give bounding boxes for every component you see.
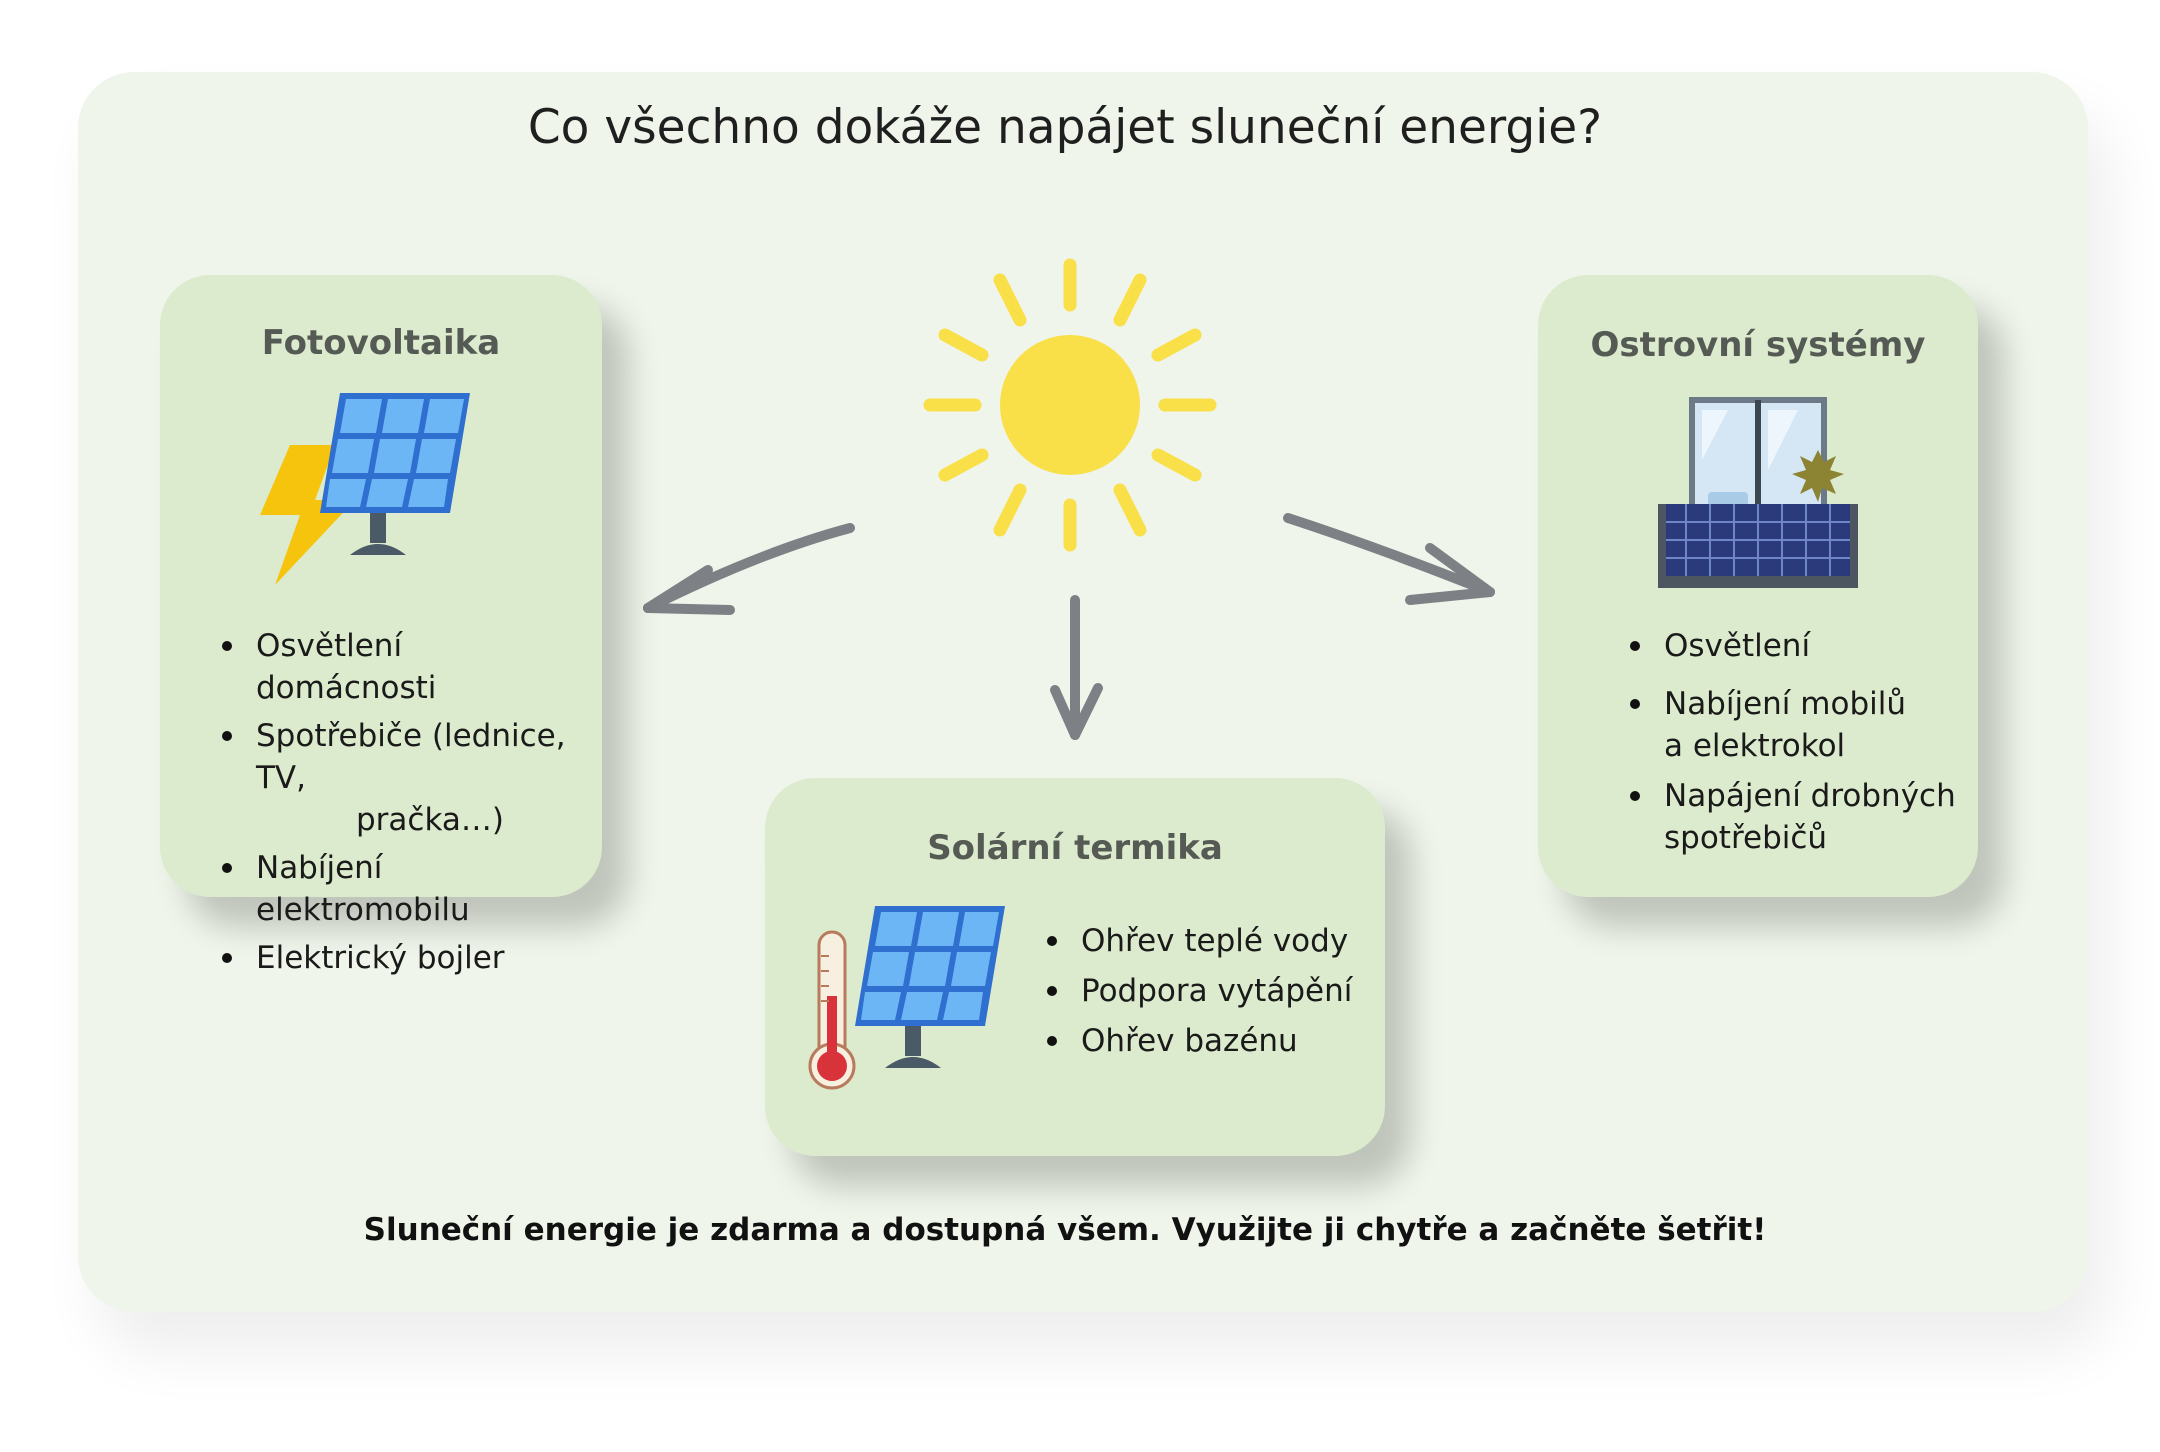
list-item: Napájení drobných spotřebičů <box>1630 775 1960 859</box>
list-item-text: Osvětlení domácnosti <box>256 628 437 706</box>
list-item-text: Osvětlení <box>1664 628 1811 664</box>
list-item: Nabíjení elektromobilu <box>222 847 592 931</box>
list-item-text: Ohřev bazénu <box>1081 1023 1298 1059</box>
list-item-text: Nabíjení elektromobilu <box>256 850 470 928</box>
list-item-text: Napájení drobných <box>1664 778 1956 814</box>
footer-text: Sluneční energie je zdarma a dostupná vš… <box>363 1212 1767 1248</box>
list-item-text-continued: spotřebičů <box>1664 820 1828 856</box>
solar-panel-icon <box>320 393 470 555</box>
list-item: Ohřev teplé vody <box>1047 920 1367 962</box>
fotovoltaika-list: Osvětlení domácnosti Spotřebiče (lednice… <box>222 625 592 979</box>
card-title: Ostrovní systémy <box>1590 325 1926 365</box>
list-item: Ohřev bazénu <box>1047 1020 1367 1062</box>
list-item-text: Nabíjení mobilů <box>1664 686 1906 722</box>
card-ostrovni-systemy: Ostrovní systémy Osvětlení Nabíjení mobi… <box>1538 275 1978 897</box>
sun-icon <box>923 258 1217 552</box>
list-item: Nabíjení mobilů a elektrokol <box>1630 683 1960 767</box>
termika-list: Ohřev teplé vody Podpora vytápění Ohřev … <box>1047 920 1367 1062</box>
list-item: Spotřebiče (lednice, TV, pračka…) <box>222 715 592 841</box>
list-item: Podpora vytápění <box>1047 970 1367 1012</box>
ostrovni-list: Osvětlení Nabíjení mobilů a elektrokol Na… <box>1630 625 1960 859</box>
solar-panel-icon <box>855 906 1005 1068</box>
card-title: Fotovoltaika <box>261 323 501 363</box>
lightning-icon <box>260 445 355 585</box>
list-item-text-continued: pračka…) <box>356 802 504 838</box>
page-title: Co všechno dokáže napájet sluneční energ… <box>527 100 1603 155</box>
list-item-text: Spotřebiče (lednice, TV, <box>256 718 566 796</box>
list-item: Osvětlení <box>1630 625 1960 667</box>
thermometer-icon <box>808 930 856 1090</box>
list-item-text-continued: a elektrokol <box>1664 728 1846 764</box>
card-solarni-termika: Solární termika Ohřev teplé vody Podpora… <box>765 778 1385 1156</box>
list-item: Osvětlení domácnosti <box>222 625 592 709</box>
card-title: Solární termika <box>927 828 1223 868</box>
list-item: Elektrický bojler <box>222 937 592 979</box>
card-fotovoltaika: Fotovoltaika Osvětlení domácnosti Spotře… <box>160 275 602 976</box>
list-item-text: Elektrický bojler <box>256 940 505 976</box>
balcony-icon <box>1658 397 1858 588</box>
list-item-text: Podpora vytápění <box>1081 973 1353 1009</box>
list-item-text: Ohřev teplé vody <box>1081 923 1349 959</box>
